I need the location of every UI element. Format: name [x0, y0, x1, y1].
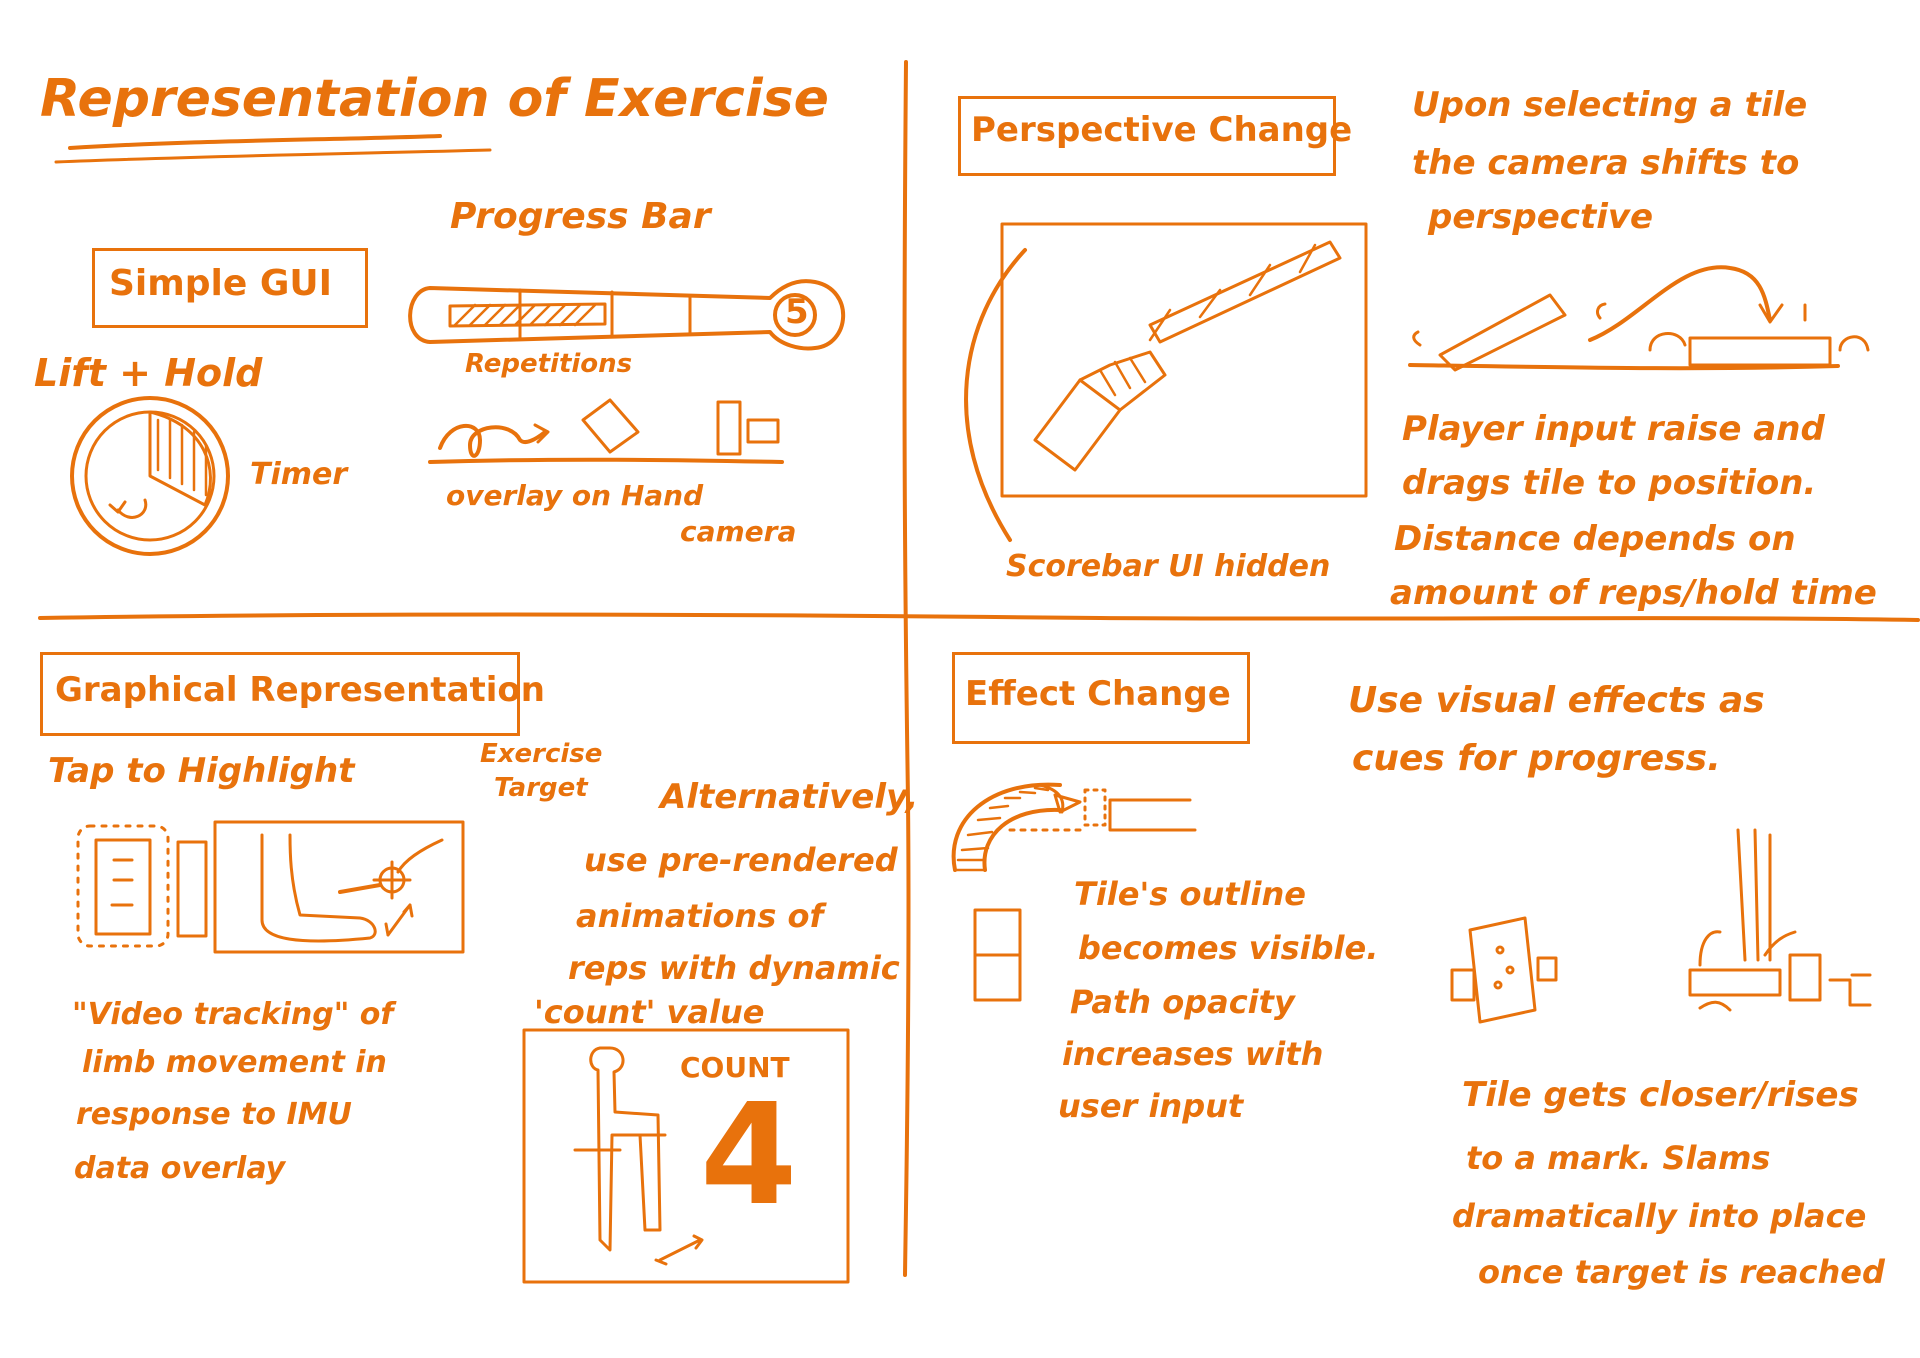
timer-sketch — [70, 396, 230, 556]
progress-bar-label: Progress Bar — [450, 196, 711, 237]
slam-note-4: once target is reached — [1478, 1253, 1885, 1291]
alt-note-4: reps with dynamic — [568, 949, 900, 987]
count-value: 4 — [700, 1074, 798, 1237]
input-note-3: Distance depends on — [1394, 519, 1796, 559]
input-note-2: drags tile to position. — [1402, 463, 1817, 503]
title-underline — [68, 134, 442, 150]
overlay-note-1: overlay on Hand — [446, 479, 704, 512]
graphical-heading: Graphical Representation — [55, 670, 545, 710]
drag-sketch — [1408, 265, 1870, 372]
effect-heading-box: Effect Change — [952, 652, 1250, 744]
lift-hold-label: Lift + Hold — [34, 351, 263, 395]
outline-note-1: Tile's outline — [1074, 875, 1306, 913]
perspective-desc-3: perspective — [1428, 197, 1654, 237]
exercise-target-label-2: Target — [494, 773, 588, 803]
overlay-sketch — [428, 398, 784, 464]
effect-sketch — [951, 782, 1197, 1002]
progress-bar-sketch — [408, 279, 846, 351]
count-label: COUNT — [680, 1051, 790, 1084]
slam-note-2: to a mark. Slams — [1466, 1139, 1771, 1177]
timer-label: Timer — [250, 457, 348, 492]
video-note-2: limb movement in — [82, 1045, 387, 1080]
input-note-4: amount of reps/hold time — [1390, 573, 1877, 613]
perspective-heading: Perspective Change — [971, 110, 1353, 150]
effect-heading: Effect Change — [965, 674, 1231, 714]
perspective-desc-2: the camera shifts to — [1412, 143, 1800, 183]
scorebar-note: Scorebar UI hidden — [1006, 549, 1331, 584]
alt-note-3: animations of — [576, 897, 824, 935]
video-note-1: "Video tracking" of — [72, 997, 394, 1032]
perspective-sketch — [964, 222, 1368, 542]
horizontal-divider — [38, 612, 1920, 622]
exercise-target-label-1: Exercise — [480, 739, 603, 769]
count-figure-sketch — [522, 1028, 850, 1284]
simple-gui-heading: Simple GUI — [109, 263, 333, 304]
tap-highlight-label: Tap to Highlight — [48, 751, 355, 791]
effect-desc-2: cues for progress. — [1352, 738, 1721, 779]
alt-note-2: use pre-rendered — [584, 841, 898, 879]
input-note-1: Player input raise and — [1402, 409, 1825, 449]
outline-note-2: becomes visible. — [1078, 929, 1379, 967]
rep-count: 5 — [785, 292, 809, 332]
alt-note-1: Alternatively, — [660, 777, 919, 817]
outline-note-3: Path opacity — [1070, 983, 1295, 1021]
overlay-note-2: camera — [680, 515, 797, 548]
page-title: Representation of Exercise — [40, 69, 829, 129]
outline-note-4: increases with — [1062, 1035, 1324, 1073]
alt-note-5: 'count' value — [534, 993, 765, 1031]
repetitions-label: Repetitions — [465, 349, 633, 379]
slam-note-3: dramatically into place — [1452, 1197, 1867, 1235]
graphical-heading-box: Graphical Representation — [40, 652, 545, 736]
perspective-heading-box: Perspective Change — [958, 96, 1352, 176]
outline-note-5: user input — [1058, 1087, 1244, 1125]
perspective-desc-1: Upon selecting a tile — [1412, 85, 1808, 125]
vertical-divider — [902, 60, 911, 1277]
graphical-sketch — [76, 820, 465, 954]
slam-note-1: Tile gets closer/rises — [1462, 1075, 1859, 1115]
effect-desc-1: Use visual effects as — [1348, 680, 1765, 721]
simple-gui-heading-box: Simple GUI — [92, 248, 368, 328]
slam-sketch — [1450, 828, 1872, 1024]
video-note-3: response to IMU — [76, 1097, 352, 1132]
video-note-4: data overlay — [74, 1151, 286, 1186]
